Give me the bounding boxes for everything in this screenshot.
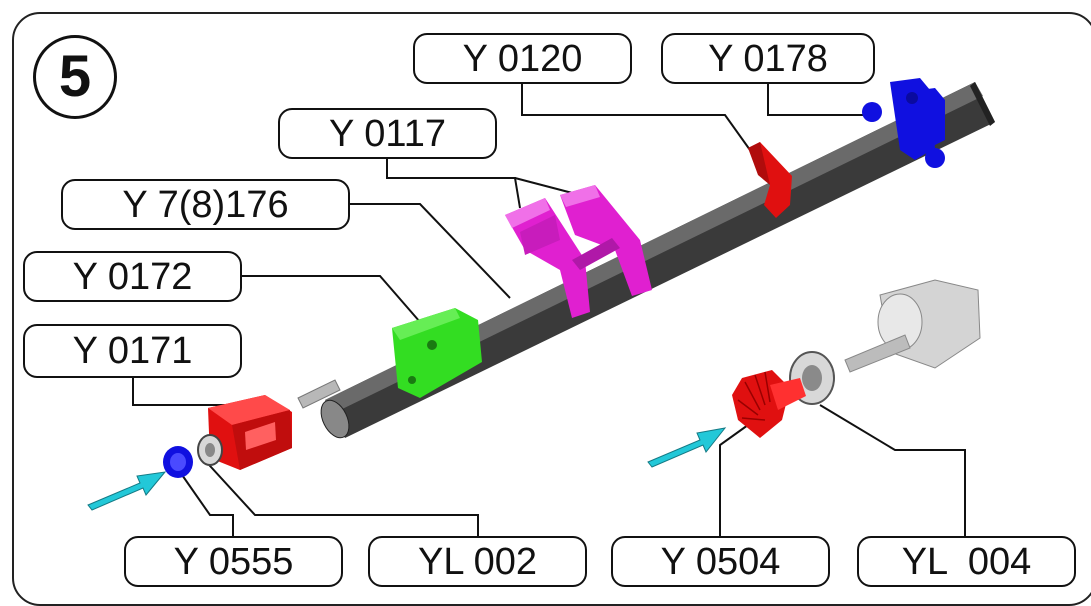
input-arrow-left	[87, 471, 167, 511]
part-yl002-bearing	[197, 434, 223, 466]
label-y7176: Y 7(8)176	[61, 179, 350, 230]
part-y0504-gear	[732, 370, 806, 438]
label-y0117: Y 0117	[278, 108, 497, 159]
label-y0555: Y 0555	[124, 536, 343, 587]
leader-yl002	[199, 454, 479, 538]
part-y0117-forks	[505, 185, 652, 318]
label-y0504: Y 0504	[611, 536, 830, 587]
part-y0120-collar	[748, 142, 792, 218]
label-y0172: Y 0172	[23, 251, 242, 302]
label-y0120: Y 0120	[413, 33, 632, 84]
part-y0178-clamp	[862, 78, 945, 168]
main-shaft	[320, 82, 995, 439]
leader-y0117-b	[514, 177, 581, 196]
label-yl004: YL 004	[857, 536, 1076, 587]
part-y0555-pinion	[163, 446, 193, 478]
label-yl002: YL 002	[368, 536, 587, 587]
label-y0178: Y 0178	[661, 33, 875, 84]
leader-y0178	[767, 83, 868, 116]
leader-y0504	[719, 424, 749, 538]
leader-y0172	[240, 275, 421, 323]
gray-end-cap	[844, 279, 981, 373]
leader-yl004	[819, 404, 966, 538]
leader-y0120	[521, 83, 751, 151]
label-y0171: Y 0171	[23, 324, 242, 378]
leader-y0117	[386, 157, 521, 209]
input-arrow-right	[647, 427, 727, 468]
diagram-frame	[12, 12, 1091, 606]
step-number-badge: 5	[33, 35, 117, 119]
leader-y0171	[132, 377, 233, 406]
leader-y0555	[179, 471, 234, 538]
leader-y7176	[348, 203, 511, 299]
part-y0172-clamp	[392, 308, 482, 398]
shaft-pin	[297, 379, 341, 409]
part-y0171-block	[208, 395, 292, 470]
